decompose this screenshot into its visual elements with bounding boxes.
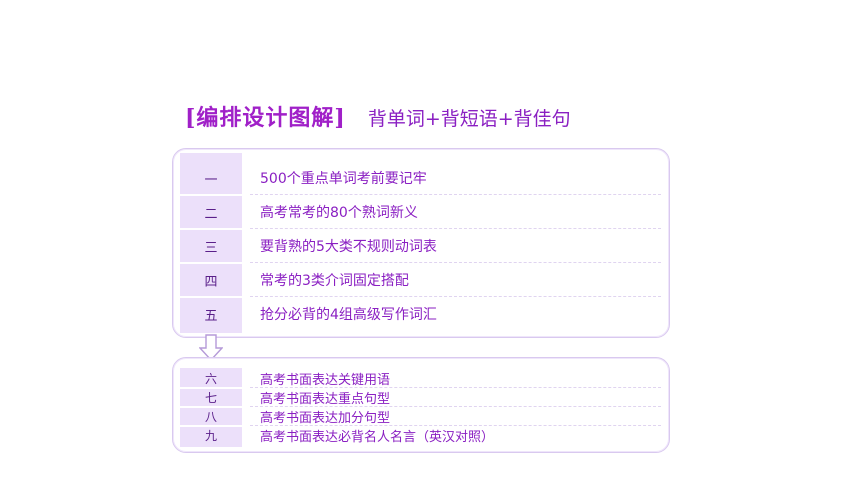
item-number: 二 xyxy=(204,206,218,222)
list-item[interactable]: 九 高考书面表达必背名人名言（英汉对照） xyxy=(180,426,661,445)
item-number: 六 xyxy=(204,372,217,386)
list-item[interactable]: 一 500个重点单词考前要记牢 xyxy=(180,161,661,195)
list-item[interactable]: 四 常考的3类介词固定搭配 xyxy=(180,263,661,297)
item-number: 三 xyxy=(204,240,218,256)
item-label: 高考书面表达重点句型 xyxy=(260,392,391,407)
list-item[interactable]: 六 高考书面表达关键用语 xyxy=(180,369,661,388)
item-label: 高考书面表达必背名人名言（英汉对照） xyxy=(260,430,495,445)
item-label: 高考书面表达关键用语 xyxy=(260,373,391,388)
section-panel-2: 六 高考书面表达关键用语 七 高考书面表达重点句型 八 高考书面表达加分句型 九… xyxy=(172,357,670,453)
item-label: 常考的3类介词固定搭配 xyxy=(260,273,409,289)
list-item[interactable]: 五 抢分必背的4组高级写作词汇 xyxy=(180,297,661,331)
number-column xyxy=(180,153,242,333)
column-divider xyxy=(180,194,242,196)
column-divider xyxy=(180,387,242,389)
column-divider xyxy=(180,228,242,230)
item-label: 高考常考的80个熟词新义 xyxy=(260,205,418,221)
section-panel-1: 一 500个重点单词考前要记牢 二 高考常考的80个熟词新义 三 要背熟的5大类… xyxy=(172,148,670,338)
down-arrow-icon xyxy=(199,334,223,362)
item-number: 九 xyxy=(204,429,217,443)
item-number: 五 xyxy=(204,308,218,324)
column-divider xyxy=(180,296,242,298)
item-number: 八 xyxy=(204,410,217,424)
item-label: 高考书面表达加分句型 xyxy=(260,411,391,426)
item-number: 四 xyxy=(204,274,218,290)
page-subtitle: 背单词+背短语+背佳句 xyxy=(367,108,571,130)
list-item[interactable]: 二 高考常考的80个熟词新义 xyxy=(180,195,661,229)
item-label: 抢分必背的4组高级写作词汇 xyxy=(260,307,437,323)
item-number: 七 xyxy=(204,391,217,405)
list-item[interactable]: 三 要背熟的5大类不规则动词表 xyxy=(180,229,661,263)
list-item[interactable]: 八 高考书面表达加分句型 xyxy=(180,407,661,426)
item-number: 一 xyxy=(204,172,218,188)
page-title: [编排设计图解] xyxy=(185,105,346,131)
header: [编排设计图解] 背单词+背短语+背佳句 xyxy=(185,100,571,132)
column-divider xyxy=(180,425,242,427)
column-divider xyxy=(180,406,242,408)
list-item[interactable]: 七 高考书面表达重点句型 xyxy=(180,388,661,407)
item-label: 要背熟的5大类不规则动词表 xyxy=(260,239,437,255)
item-label: 500个重点单词考前要记牢 xyxy=(260,171,427,187)
column-divider xyxy=(180,262,242,264)
